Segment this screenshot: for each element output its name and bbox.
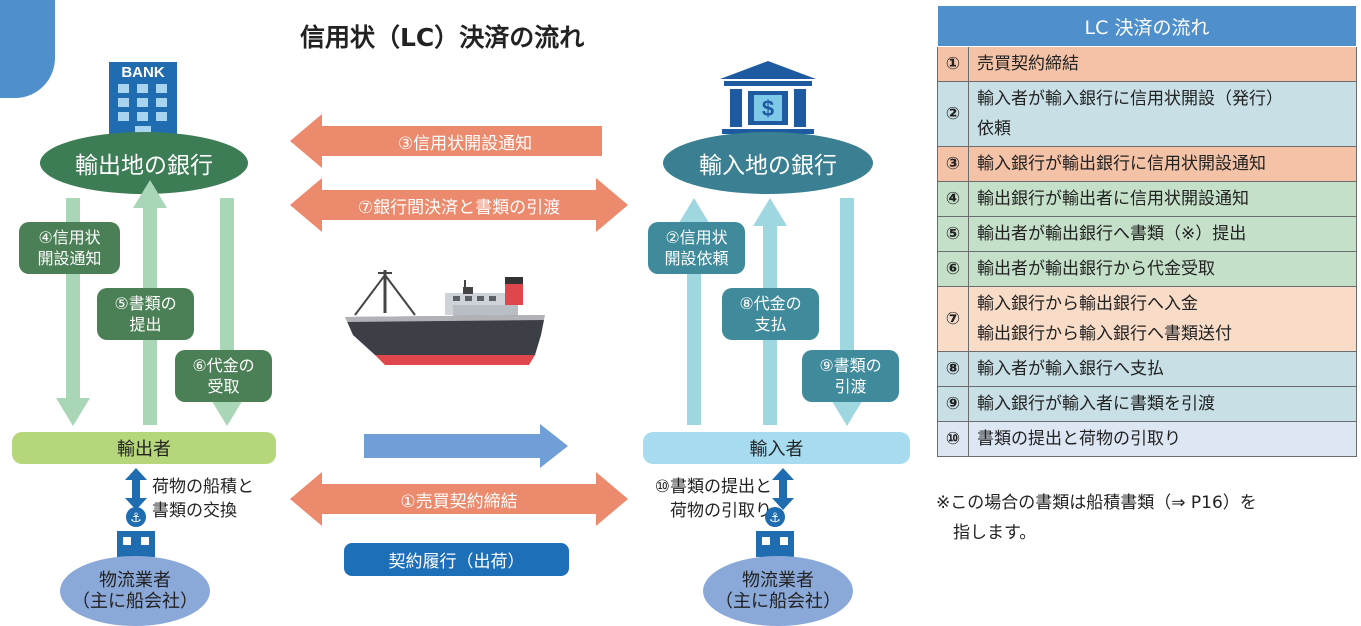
shipment-arrow bbox=[364, 424, 568, 468]
corner-tab bbox=[0, 0, 55, 98]
step-number: ⑧ bbox=[937, 351, 969, 387]
step-description: 書類の提出と荷物の引取り bbox=[968, 421, 1357, 457]
step-description: 輸入銀行から輸出銀行へ入金 輸出銀行から輸入銀行へ書類送付 bbox=[968, 286, 1357, 352]
export-port-building-icon: ⚓ bbox=[117, 507, 155, 557]
step-number: ⑨ bbox=[937, 386, 969, 422]
export-down-arrow-1 bbox=[56, 198, 90, 426]
page-title: 信用状（LC）決済の流れ bbox=[300, 23, 585, 52]
bank-sign: BANK bbox=[121, 64, 164, 81]
anchor-icon: ⚓ bbox=[769, 511, 781, 526]
step-description: 輸入者が輸入銀行に信用状開設（発行） 依頼 bbox=[968, 81, 1357, 147]
deliver-docs-label: ⑨書類の 引渡 bbox=[802, 350, 899, 402]
step-description: 輸出銀行が輸出者に信用状開設通知 bbox=[968, 181, 1357, 217]
import-up-arrow-1 bbox=[677, 198, 711, 425]
anchor-icon: ⚓ bbox=[130, 511, 142, 526]
step-number: ⑤ bbox=[937, 216, 969, 252]
export-logistics: 物流業者 （主に船会社） bbox=[60, 556, 210, 626]
import-lc-request-label: ②信用状 開設依頼 bbox=[648, 222, 745, 274]
export-lc-notice-label: ④信用状 開設通知 bbox=[19, 222, 120, 274]
settlement-arrow bbox=[290, 178, 628, 232]
exporter-bar: 輸出者 bbox=[12, 432, 276, 464]
receive-payment-label: ⑥代金の 受取 bbox=[175, 350, 272, 402]
step-description: 輸出者が輸出銀行から代金受取 bbox=[968, 251, 1357, 287]
export-bank: 輸出地の銀行 bbox=[40, 132, 248, 194]
import-bank: 輸入地の銀行 bbox=[663, 132, 873, 194]
contract-label: ①売買契約締結 bbox=[400, 491, 518, 512]
export-logistics-action: 荷物の船積と 書類の交換 bbox=[152, 477, 254, 521]
step-description: 輸入銀行が輸出銀行に信用状開設通知 bbox=[968, 146, 1357, 182]
lc-notice-arrow bbox=[290, 114, 602, 168]
step-number: ④ bbox=[937, 181, 969, 217]
import-double-arrow-icon bbox=[772, 468, 794, 510]
step-description: 売買契約締結 bbox=[968, 46, 1357, 82]
import-port-building-icon: ⚓ bbox=[756, 507, 794, 557]
step-number: ② bbox=[937, 81, 969, 147]
lc-notice-label: ③信用状開設通知 bbox=[397, 133, 533, 154]
step-number: ① bbox=[937, 46, 969, 82]
step-number: ⑦ bbox=[937, 286, 969, 352]
step-description: 輸出者が輸出銀行へ書類（※）提出 bbox=[968, 216, 1357, 252]
step-number: ⑩ bbox=[937, 421, 969, 457]
bank-temple-icon: $ bbox=[716, 61, 820, 141]
contract-arrow bbox=[290, 472, 628, 526]
step-description: 輸入銀行が輸入者に書類を引渡 bbox=[968, 386, 1357, 422]
submit-docs-label: ⑤書類の 提出 bbox=[97, 288, 194, 340]
table-header: LC 決済の流れ bbox=[937, 5, 1357, 47]
cargo-ship-icon bbox=[345, 270, 545, 365]
export-double-arrow-icon bbox=[125, 468, 147, 510]
dollar-icon: $ bbox=[762, 96, 774, 121]
footnote: ※この場合の書類は船積書類（⇒ P16）を 指します。 bbox=[936, 493, 1257, 543]
bank-building-icon: BANK bbox=[109, 62, 177, 140]
step-number: ③ bbox=[937, 146, 969, 182]
importer-bar: 輸入者 bbox=[643, 432, 910, 464]
payment-label: ⑧代金の 支払 bbox=[722, 288, 819, 340]
contract-execution-box: 契約履行（出荷） bbox=[344, 543, 569, 576]
step-number: ⑥ bbox=[937, 251, 969, 287]
step-description: 輸入者が輸入銀行へ支払 bbox=[968, 351, 1357, 387]
import-down-arrow bbox=[830, 198, 864, 426]
import-logistics: 物流業者 （主に船会社） bbox=[703, 556, 853, 626]
import-logistics-action: ⑩書類の提出と 荷物の引取り bbox=[654, 477, 772, 521]
settlement-label: ⑦銀行間決済と書類の引渡 bbox=[357, 197, 561, 218]
export-down-arrow-2 bbox=[210, 198, 244, 426]
